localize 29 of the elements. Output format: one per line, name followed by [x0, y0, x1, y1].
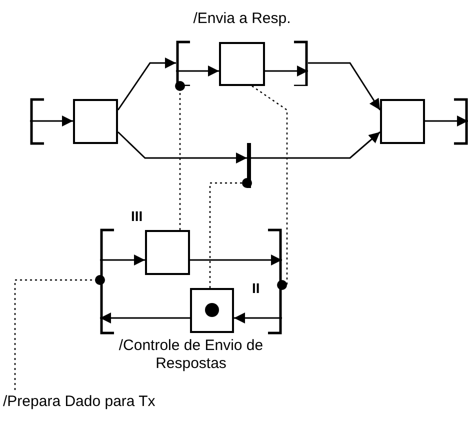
arrow [30, 116, 73, 126]
state-caption: III [131, 209, 143, 223]
note-text: /Prepara Dado para Tx [3, 390, 183, 414]
bracket [454, 98, 468, 145]
state-box [219, 42, 265, 86]
dashed-connector [209, 178, 252, 288]
arrow [265, 66, 308, 76]
state-title: /Controle de Envio de Respostas [118, 337, 264, 373]
state-box [145, 230, 190, 275]
sync-bar [247, 143, 251, 188]
arrow [190, 254, 282, 266]
state-box [190, 288, 234, 333]
dashed-connector [252, 86, 288, 290]
state-box [73, 99, 118, 144]
arrow [308, 62, 381, 110]
arrow [176, 66, 219, 76]
dashed-connector [175, 81, 185, 230]
bracket [30, 98, 44, 145]
arrow [425, 116, 468, 126]
arrow [117, 58, 176, 110]
arrow [100, 254, 145, 266]
state-caption: II [252, 281, 260, 295]
arrow [100, 312, 190, 324]
state-title: /Envia a Resp. [192, 10, 292, 28]
arrow [117, 131, 247, 164]
dashed-connector [14, 275, 105, 390]
state-box [380, 99, 425, 144]
arrow [251, 131, 380, 159]
arrow [234, 312, 282, 324]
